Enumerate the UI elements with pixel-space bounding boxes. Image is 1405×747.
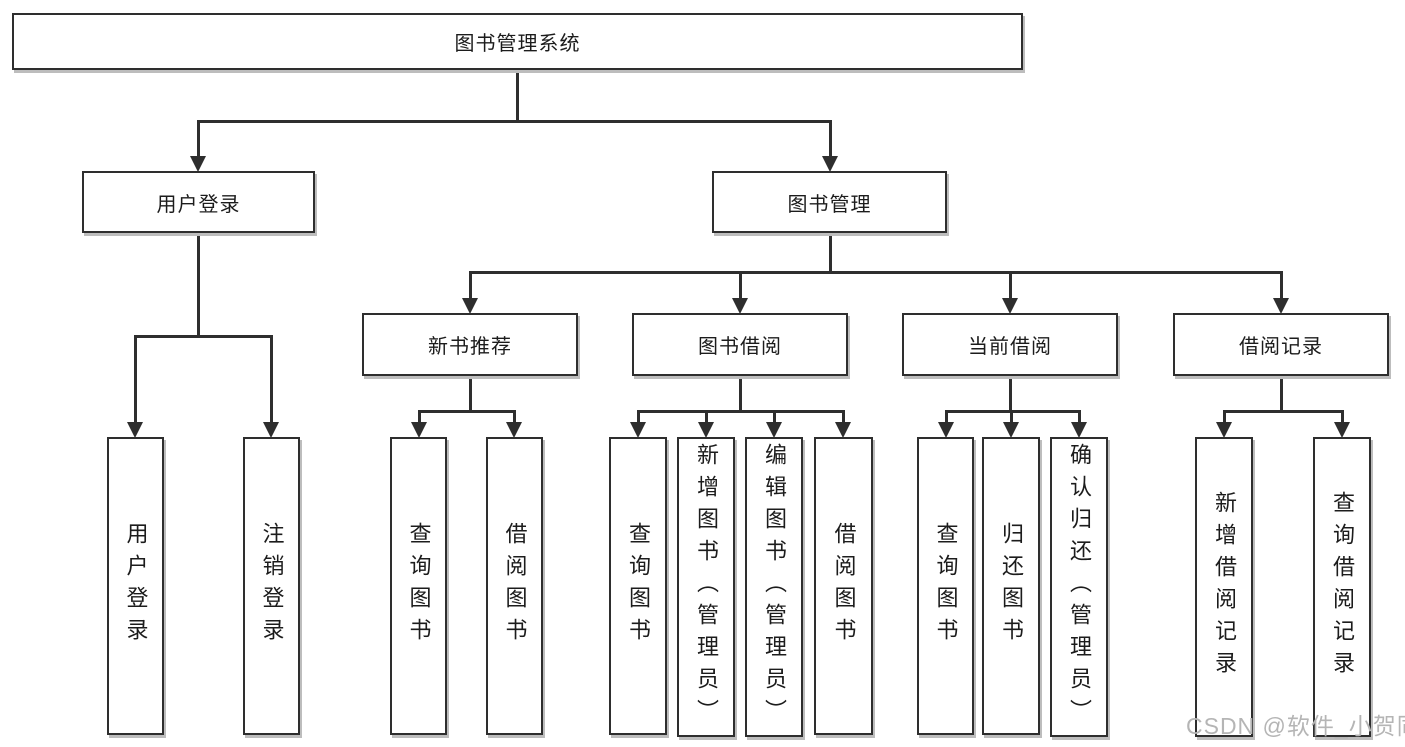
- node-label: 查询图书: [406, 522, 432, 650]
- connector-drop-book-borrowing: [637, 410, 640, 425]
- node-label: 新增图书（管理员）: [694, 443, 719, 731]
- node-new-book-recommend: 新书推荐: [362, 313, 578, 376]
- node-borrow-books-borrowing: 借阅图书: [814, 437, 873, 735]
- node-label: 用户登录: [123, 522, 149, 650]
- connector-stem-borrow-records: [1280, 376, 1283, 413]
- connector-drop-current-borrow: [945, 410, 948, 425]
- node-borrow-books-recommend: 借阅图书: [486, 437, 543, 735]
- connector-bus-root: [197, 120, 831, 123]
- arrowhead-down-icon: [1216, 422, 1232, 438]
- connector-drop-book-borrowing: [842, 410, 845, 425]
- arrowhead-down-icon: [1071, 422, 1087, 438]
- connector-drop-book-management: [1280, 271, 1283, 301]
- node-query-books-current: 查询图书: [917, 437, 974, 735]
- arrowhead-down-icon: [698, 422, 714, 438]
- connector-drop-new-book: [513, 410, 516, 425]
- arrowhead-down-icon: [1002, 298, 1018, 314]
- node-add-borrow-record: 新增借阅记录: [1195, 437, 1253, 737]
- node-label: 查询图书: [626, 522, 651, 650]
- connector-drop-new-book: [418, 410, 421, 425]
- node-label: 归还图书: [999, 522, 1024, 650]
- arrowhead-down-icon: [732, 298, 748, 314]
- connector-stem-user-login: [197, 233, 200, 338]
- node-label: 新书推荐: [428, 336, 512, 358]
- node-label: 借阅图书: [502, 522, 528, 650]
- connector-stem-current-borrow: [1009, 376, 1012, 413]
- arrowhead-down-icon: [835, 422, 851, 438]
- node-label: 借阅记录: [1239, 336, 1323, 358]
- arrowhead-down-icon: [462, 298, 478, 314]
- node-label: 确认归还（管理员）: [1067, 443, 1092, 731]
- arrowhead-down-icon: [506, 422, 522, 438]
- node-query-borrow-record: 查询借阅记录: [1313, 437, 1371, 737]
- node-label: 借阅图书: [831, 522, 857, 650]
- node-root: 图书管理系统: [12, 13, 1023, 70]
- arrowhead-down-icon: [1334, 422, 1350, 438]
- arrowhead-down-icon: [1273, 298, 1289, 314]
- node-book-borrowing: 图书借阅: [632, 313, 848, 376]
- node-label: 编辑图书（管理员）: [762, 443, 787, 731]
- node-add-books-admin: 新增图书（管理员）: [677, 437, 735, 737]
- arrowhead-down-icon: [263, 422, 279, 438]
- arrowhead-down-icon: [766, 422, 782, 438]
- arrowhead-down-icon: [1003, 422, 1019, 438]
- node-label: 图书管理系统: [454, 33, 581, 55]
- arrowhead-down-icon: [411, 422, 427, 438]
- node-label: 查询借阅记录: [1330, 491, 1355, 683]
- connector-drop-book-borrowing: [773, 410, 776, 425]
- node-label: 用户登录: [156, 193, 241, 216]
- connector-bus-new-book: [418, 410, 515, 413]
- node-label: 查询图书: [933, 522, 959, 650]
- node-query-books-recommend: 查询图书: [390, 437, 447, 735]
- connector-drop-book-borrowing: [705, 410, 708, 425]
- connector-drop-borrow-records: [1341, 410, 1344, 425]
- connector-bus-book-management: [469, 271, 1282, 274]
- connector-bus-borrow-records: [1223, 410, 1343, 413]
- csdn-watermark: CSDN @软件_小贺同学: [1186, 713, 1405, 739]
- connector-drop-user-login: [134, 335, 137, 425]
- node-edit-books-admin: 编辑图书（管理员）: [745, 437, 803, 737]
- node-user-login-action: 用户登录: [107, 437, 164, 735]
- connector-drop-user-login: [270, 335, 273, 425]
- node-return-books: 归还图书: [982, 437, 1040, 735]
- connector-drop-book-management: [739, 271, 742, 301]
- node-label: 图书借阅: [698, 336, 782, 358]
- connector-stem-book-management: [829, 233, 832, 274]
- node-borrowing-records: 借阅记录: [1173, 313, 1389, 376]
- connector-drop-root: [197, 120, 200, 159]
- node-label: 当前借阅: [968, 336, 1052, 358]
- connector-drop-borrow-records: [1223, 410, 1226, 425]
- arrowhead-down-icon: [822, 156, 838, 172]
- connector-bus-user-login: [134, 335, 272, 338]
- node-current-borrowing: 当前借阅: [902, 313, 1118, 376]
- arrowhead-down-icon: [938, 422, 954, 438]
- connector-bus-book-borrowing: [637, 410, 844, 413]
- connector-drop-book-management: [469, 271, 472, 301]
- connector-stem-new-book: [469, 376, 472, 413]
- connector-drop-book-management: [1009, 271, 1012, 301]
- node-label: 注销登录: [259, 522, 285, 650]
- node-book-management: 图书管理: [712, 171, 947, 233]
- connector-drop-current-borrow: [1010, 410, 1013, 425]
- arrowhead-down-icon: [630, 422, 646, 438]
- connector-stem-book-borrowing: [739, 376, 742, 413]
- node-logout-action: 注销登录: [243, 437, 300, 735]
- node-confirm-return-admin: 确认归还（管理员）: [1050, 437, 1108, 737]
- connector-drop-current-borrow: [1078, 410, 1081, 425]
- arrowhead-down-icon: [127, 422, 143, 438]
- arrowhead-down-icon: [190, 156, 206, 172]
- connector-drop-root: [829, 120, 832, 159]
- node-user-login: 用户登录: [82, 171, 315, 233]
- connector-stem-root: [516, 70, 519, 123]
- node-query-books-borrowing: 查询图书: [609, 437, 667, 735]
- node-label: 新增借阅记录: [1212, 491, 1237, 683]
- node-label: 图书管理: [787, 193, 872, 216]
